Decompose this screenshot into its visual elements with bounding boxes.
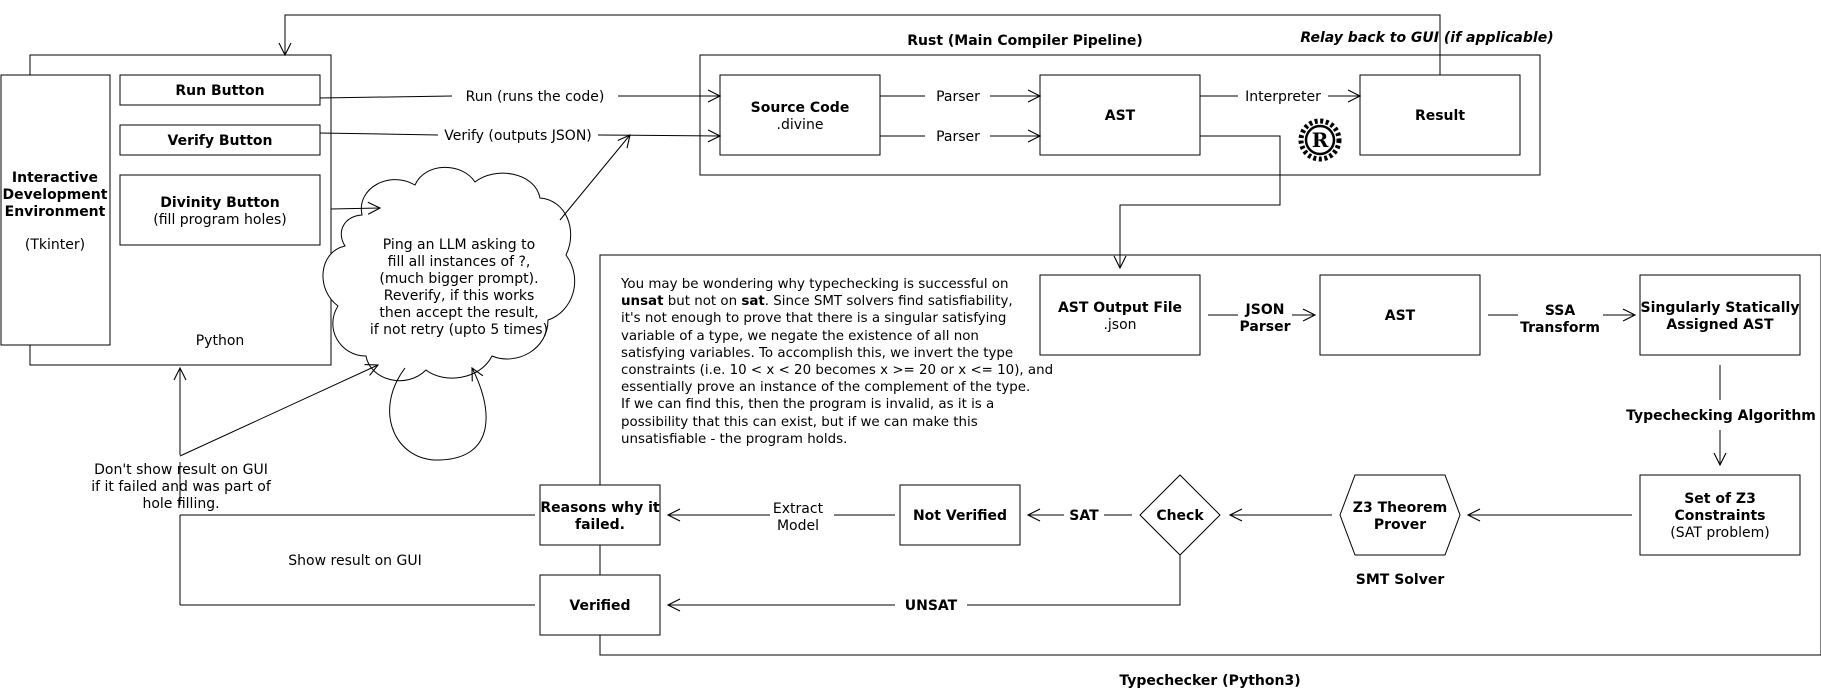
smt-solver-label: SMT Solver — [1356, 572, 1445, 588]
divinity-button-label: Divinity Button — [160, 195, 279, 211]
unsat-explanation-text: You may be wondering why typechecking is… — [621, 276, 1054, 448]
not-verified-node: Not Verified — [899, 484, 1021, 546]
z3-prover-label-1: Z3 Theorem — [1353, 500, 1447, 516]
cloud-line-1: Ping an LLM asking to — [383, 237, 535, 253]
rust-ast-label: AST — [1105, 108, 1136, 124]
edge-ssa-2: Transform — [1520, 320, 1600, 336]
edge-parser-1: Parser — [936, 89, 980, 105]
explanation-line-6: constraints (i.e. 10 < x < 20 becomes x … — [621, 363, 1054, 379]
explanation-line-5: satisfying variables. To accomplish this… — [621, 345, 1014, 361]
reasons-node: Reasons why it failed. — [539, 484, 661, 546]
rust-frame — [699, 54, 1541, 176]
edge-interpreter: Interpreter — [1245, 89, 1321, 105]
dont-show-line-1: Don't show result on GUI — [94, 462, 268, 478]
z3-prover-label-2: Prover — [1374, 517, 1426, 533]
z3-constraints-node: Set of Z3 Constraints (SAT problem) — [1639, 474, 1801, 556]
ide-label-line3: Environment — [5, 204, 106, 220]
verified-label: Verified — [569, 598, 630, 614]
cloud-line-3: (much bigger prompt). — [379, 271, 538, 287]
tc-ast-node: AST — [1319, 274, 1481, 356]
z3-constraints-label-3: (SAT problem) — [1670, 525, 1770, 541]
typechecker-frame — [599, 254, 1821, 656]
divinity-button-sublabel: (fill program holes) — [153, 212, 286, 228]
cloud-line-4: Reverify, if this works — [384, 288, 535, 304]
edge-extract-1: Extract — [773, 501, 824, 517]
source-code-node: Source Code .divine — [719, 74, 881, 156]
edge-sat-label: SAT — [1069, 508, 1099, 524]
run-button-label: Run Button — [175, 83, 264, 99]
edge-json-parser-1: JSON — [1245, 302, 1285, 318]
ast-output-label: AST Output File — [1058, 300, 1182, 316]
rust-logo-letter: R — [1312, 128, 1329, 152]
explanation-line-8: If we can find this, then the program is… — [621, 397, 995, 413]
explanation-line-1: You may be wondering why typechecking is… — [621, 277, 1009, 292]
verify-button: Verify Button — [119, 124, 321, 156]
ast-output-ext: .json — [1103, 317, 1136, 333]
unsat-term: unsat — [621, 294, 664, 310]
explanation-line-2: unsat but not on sat. Since SMT solvers … — [621, 293, 1021, 310]
rust-logo-icon: R — [1298, 118, 1342, 162]
explanation-line-10: unsatisfiable - the program holds. — [621, 431, 848, 447]
edge-typechecking-label: Typechecking Algorithm — [1626, 408, 1816, 424]
cloud-line-6: if not retry (upto 5 times) — [370, 322, 548, 338]
retry-loop-arrow — [389, 368, 487, 461]
edge-extract-2: Model — [777, 518, 819, 534]
explanation-line-2b: . Since SMT solvers find satisfiability, — [764, 294, 1013, 310]
ide-label-line1: Interactive — [12, 170, 98, 186]
explanation-line-9: possibility that this can exist, but if … — [621, 414, 978, 430]
show-result-label: Show result on GUI — [288, 553, 421, 569]
cloud-line-5: then accept the result, — [379, 305, 538, 321]
cloud-line-2: fill all instances of ?, — [388, 254, 531, 270]
edge-parser-2: Parser — [936, 129, 980, 145]
ast-output-node: AST Output File .json — [1039, 274, 1201, 356]
verify-button-label: Verify Button — [168, 133, 273, 149]
edge-ssa-1: SSA — [1545, 303, 1576, 319]
ssa-ast-node: Singularly Statically Assigned AST — [1639, 274, 1801, 356]
cloud-text: Ping an LLM asking to fill all instances… — [370, 237, 548, 338]
reasons-label-1: Reasons why it — [540, 500, 660, 516]
result-label: Result — [1415, 108, 1465, 124]
z3-prover-node: Z3 Theorem Prover — [1339, 474, 1461, 556]
divinity-button: Divinity Button (fill program holes) — [119, 174, 321, 246]
check-label: Check — [1156, 508, 1204, 524]
rust-frame-title: Rust (Main Compiler Pipeline) — [907, 33, 1142, 49]
python-frame-label: Python — [196, 333, 245, 349]
edge-relay-label: Relay back to GUI (if applicable) — [1300, 30, 1553, 46]
explanation-line-4: variable of a type, we negate the existe… — [621, 328, 979, 344]
dont-show-line-2: if it failed and was part of — [91, 479, 272, 495]
check-node: Check — [1139, 474, 1221, 556]
explanation-line-7: essentially prove an instance of the com… — [621, 380, 1031, 396]
edge-verify-label: Verify (outputs JSON) — [444, 128, 592, 144]
edge-json-parser-2: Parser — [1240, 319, 1291, 335]
tc-ast-label: AST — [1385, 308, 1416, 324]
edge-unsat-label: UNSAT — [905, 598, 958, 614]
explanation-line-3: it's not enough to prove that there is a… — [621, 311, 1007, 327]
llm-cloud — [322, 166, 576, 382]
source-code-label: Source Code — [751, 100, 850, 116]
ssa-ast-label-1: Singularly Statically — [1641, 300, 1800, 316]
z3-constraints-label-1: Set of Z3 — [1684, 491, 1756, 507]
rust-ast-node: AST — [1039, 74, 1201, 156]
run-button: Run Button — [119, 74, 321, 106]
dont-show-line-3: hole filling. — [142, 496, 219, 512]
typechecker-frame-title: Typechecker (Python3) — [1119, 673, 1300, 689]
ide-label-line2: Development — [3, 187, 108, 203]
result-node: Result — [1359, 74, 1521, 156]
ide-box — [0, 74, 111, 346]
not-verified-label: Not Verified — [913, 508, 1007, 524]
z3-constraints-label-2: Constraints — [1674, 508, 1765, 524]
edge-run-label: Run (runs the code) — [466, 89, 605, 105]
sat-term: sat — [741, 294, 765, 310]
reasons-label-2: failed. — [575, 517, 625, 533]
ide-label-line4: (Tkinter) — [25, 237, 85, 253]
verified-node: Verified — [539, 574, 661, 636]
ssa-ast-label-2: Assigned AST — [1666, 317, 1774, 333]
source-code-ext: .divine — [777, 117, 824, 133]
explanation-line-2a: but not on — [663, 294, 742, 310]
